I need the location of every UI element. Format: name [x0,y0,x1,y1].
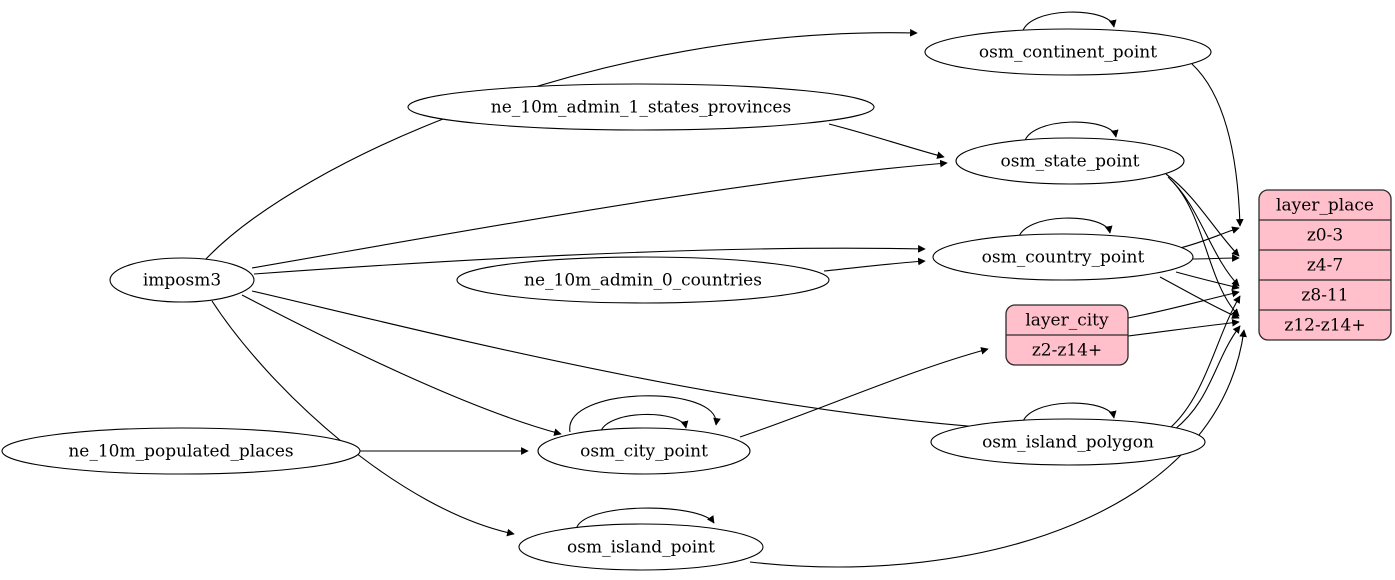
edge-imposm3-to-osm_country_point [253,244,926,275]
edge-layer [204,11,1247,568]
edge-osm_island_polygon-to-layer_place-z12-z14+ [1173,325,1241,431]
edge-self-loop-osm_city_point-outer [569,395,721,433]
edge-layer_city-to-layer_place-z8-11 [1127,289,1240,319]
node-osm_continent_point[interactable]: osm_continent_point [924,28,1212,76]
node-label-osm_continent_point: osm_continent_point [979,43,1157,63]
node-label-osm_state_point: osm_state_point [1001,152,1140,172]
node-label-ne_10m_admin_1_states_provinces: ne_10m_admin_1_states_provinces [491,98,791,118]
edge-osm_country_point-to-layer_place-z12-z14+ [1159,276,1240,319]
node-label-ne_10m_populated_places: ne_10m_populated_places [68,442,293,462]
node-ne_10m_populated_places[interactable]: ne_10m_populated_places [1,427,361,475]
edge-imposm3-to-osm_city_point [241,294,562,436]
edge-osm_state_point-to-layer_place-z12-z14+ [1169,178,1240,317]
record-node-layer_city[interactable]: layer_city z2-z14+ [1005,304,1129,366]
node-osm_city_point[interactable]: osm_city_point [537,427,751,475]
edge-osm_country_point-to-layer_place-z4-7 [1189,254,1240,262]
record-row-layer_city-0[interactable]: z2-z14+ [1032,341,1102,361]
edge-self-loop-osm_island_polygon [1021,402,1117,426]
node-label-ne_10m_admin_0_countries: ne_10m_admin_0_countries [524,271,762,291]
edge-ne_10m_admin_1_states_provinces-to-osm_state_point [828,123,945,159]
node-label-osm_city_point: osm_city_point [580,442,708,462]
edge-imposm3-to-osm_island_point [211,300,515,537]
record-node-layer_place[interactable]: layer_place z0-3 z4-7 z8-11 z12-z14+ [1258,189,1392,341]
edge-self-loop-osm_continent_point [1021,11,1117,35]
node-label-osm_island_polygon: osm_island_polygon [982,433,1154,453]
edge-osm_city_point-to-layer_city-z2-z14+ [739,347,989,438]
node-osm_island_point[interactable]: osm_island_point [518,523,764,571]
node-label-osm_country_point: osm_country_point [982,248,1145,268]
edge-osm_state_point-to-layer_place-z4-7 [1165,173,1240,257]
node-layer: imposm3 ne_10m_admin_1_states_provinces … [1,28,1212,571]
node-label-osm_island_point: osm_island_point [567,538,715,558]
edge-self-loop-osm_country_point [1017,217,1113,241]
edge-osm_island_polygon-to-layer_place-z8-11 [1169,295,1241,429]
edge-self-loop-osm_state_point [1023,121,1119,145]
node-imposm3[interactable]: imposm3 [109,257,255,303]
edge-imposm3-to-osm_island_polygon [251,290,993,432]
edge-osm_island_point-to-layer_place-z12-z14+ [749,329,1247,568]
edge-self-loop-osm_island_point [575,507,715,531]
record-row-layer_place-3[interactable]: z12-z14+ [1284,316,1365,336]
record-header-layer_place: layer_place [1276,196,1374,216]
edge-osm_country_point-to-layer_place-z8-11 [1175,271,1240,291]
edge-layer_city-to-layer_place-z12-z14+ [1127,318,1240,337]
node-label-imposm3: imposm3 [143,271,221,291]
record-header-layer_city: layer_city [1025,311,1109,331]
record-row-layer_place-2[interactable]: z8-11 [1301,286,1348,306]
edge-imposm3-to-osm_state_point [251,159,948,269]
edge-osm_country_point-to-layer_place-z0-3 [1179,226,1240,249]
node-osm_state_point[interactable]: osm_state_point [955,137,1185,185]
node-ne_10m_admin_0_countries[interactable]: ne_10m_admin_0_countries [456,256,830,304]
node-osm_island_polygon[interactable]: osm_island_polygon [930,418,1206,466]
node-osm_country_point[interactable]: osm_country_point [932,233,1194,281]
node-ne_10m_admin_1_states_provinces[interactable]: ne_10m_admin_1_states_provinces [407,83,875,131]
record-row-layer_place-0[interactable]: z0-3 [1307,226,1343,246]
edge-imposm3-to-osm_continent_point [204,28,918,261]
edge-self-loop-osm_city_point-inner [599,413,689,435]
edge-osm_continent_point-to-layer_place-z0-3 [1191,63,1244,227]
edge-ne_10m_admin_0_countries-to-osm_country_point [823,257,926,272]
record-row-layer_place-1[interactable]: z4-7 [1307,256,1343,276]
